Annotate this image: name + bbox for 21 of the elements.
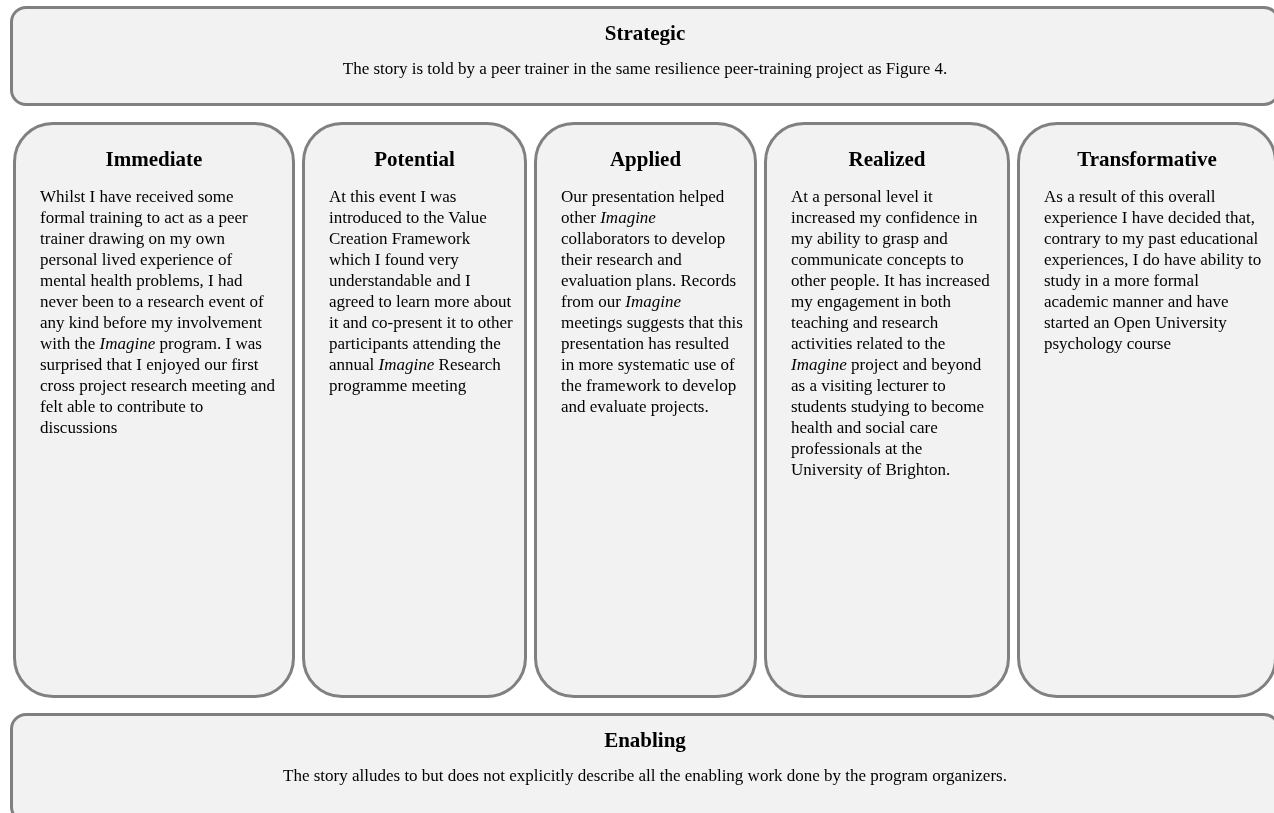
box-heading: Potential bbox=[373, 147, 456, 172]
column-box bbox=[302, 122, 527, 698]
box-heading: Applied bbox=[608, 147, 683, 172]
banner-box bbox=[10, 713, 1274, 813]
column-box bbox=[13, 122, 295, 698]
box-heading: Immediate bbox=[104, 147, 204, 172]
box-heading: Realized bbox=[847, 147, 927, 172]
box-heading: Strategic bbox=[603, 21, 687, 46]
box-text: At a personal level it increased my confidence in my ability to grasp and communicate concepts to other people. It has increased my engagement in both teaching and research activities related to the Imagine project and beyond as a visiting lecturer to students studying to become health and social care professionals at the University of Brighton. bbox=[791, 186, 991, 480]
box-text: Whilst I have received some formal training to act as a peer trainer drawing on my own personal lived experience of mental health problems, I had never been to a research event of any kind before my involvement with the Imagine program. I was surprised that I enjoyed our first cross project research meeting and felt able to contribute to discussions bbox=[40, 186, 277, 438]
column-box bbox=[764, 122, 1010, 698]
column-box bbox=[1017, 122, 1274, 698]
box-text: As a result of this overall experience I have decided that, contrary to my past educational experiences, I do have ability to study in a more formal academic manner and have started an Open University psychology course bbox=[1044, 186, 1263, 354]
column-box bbox=[534, 122, 757, 698]
box-heading: Transformative bbox=[1076, 147, 1218, 172]
box-text: At this event I was introduced to the Value Creation Framework which I found very understandable and I agreed to learn more about it and co-present it to other participants attending the annual Imagine Research programme meeting bbox=[329, 186, 514, 396]
box-text: The story alludes to but does not explicitly describe all the enabling work done by the program organizers. bbox=[282, 765, 1008, 786]
box-text: Our presentation helped other Imagine collaborators to develop their research and evaluation plans. Records from our Imagine meetings suggests that this presentation has resulted in more systematic use of the framework to develop and evaluate projects. bbox=[561, 186, 744, 417]
box-text: The story is told by a peer trainer in the same resilience peer-training project as Figure 4. bbox=[341, 58, 949, 79]
box-heading: Enabling bbox=[603, 728, 687, 753]
banner-box bbox=[10, 6, 1274, 106]
